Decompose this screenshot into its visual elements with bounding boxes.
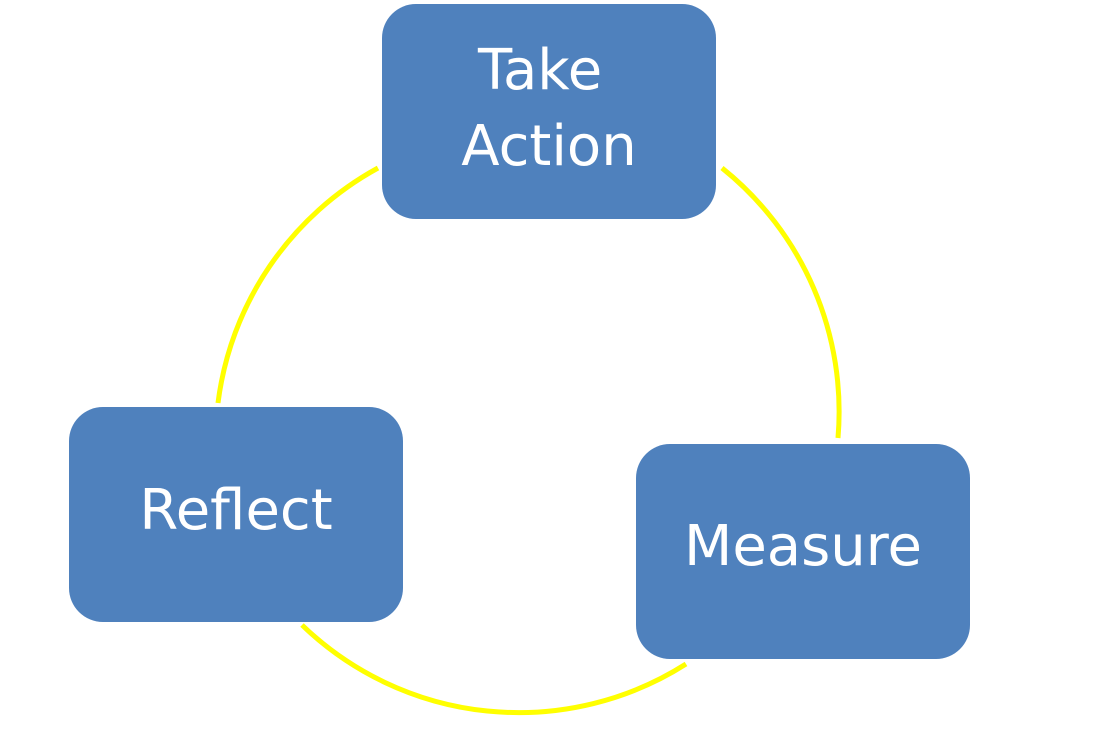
- node-measure-box: [636, 444, 970, 659]
- arc-measure-to-reflect: [300, 623, 688, 716]
- node-reflect-label: Reflect: [139, 478, 332, 543]
- node-take-action: Take Action: [382, 4, 716, 219]
- node-measure-label: Measure: [684, 514, 922, 579]
- node-reflect-box: [69, 407, 403, 622]
- node-take-action-box: [382, 4, 716, 219]
- arc-reflect-to-take-action: [215, 165, 380, 404]
- node-measure: Measure: [636, 444, 970, 659]
- node-measure-line-1: Measure: [684, 514, 922, 579]
- cycle-arcs: [215, 165, 842, 716]
- node-reflect: Reflect: [69, 407, 403, 622]
- arc-take-action-to-measure: [720, 166, 842, 439]
- node-reflect-line-1: Reflect: [139, 478, 332, 543]
- node-take-action-line-2: Action: [461, 114, 636, 179]
- node-take-action-label: Take Action: [461, 38, 636, 179]
- node-take-action-line-1: Take: [477, 38, 602, 103]
